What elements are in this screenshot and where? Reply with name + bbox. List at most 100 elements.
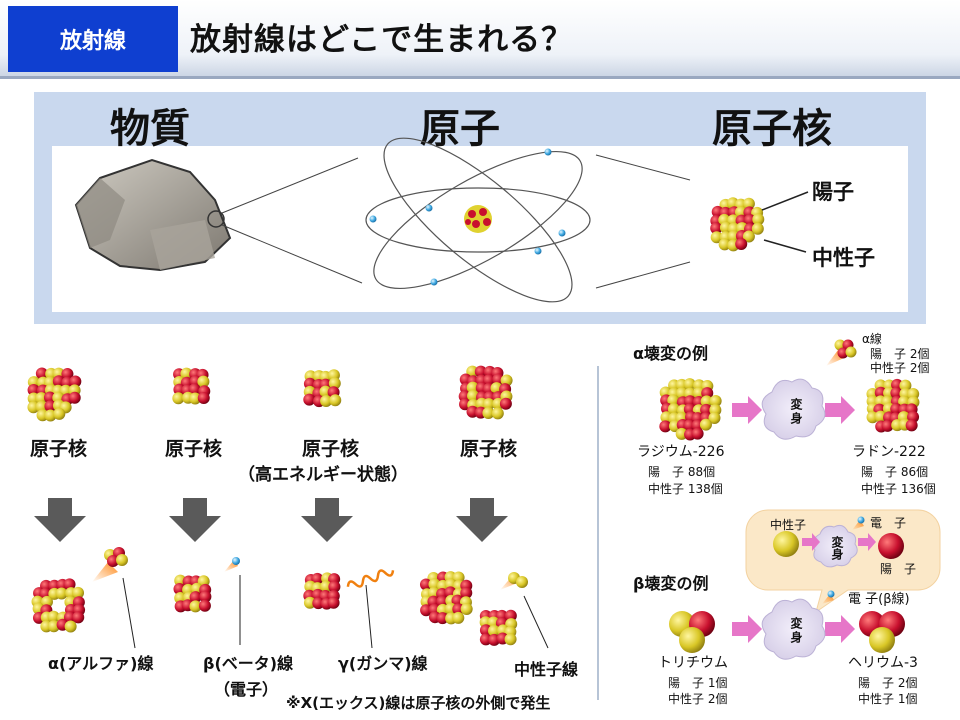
beta-electron [224, 557, 240, 572]
nucleon [198, 599, 211, 612]
nucleon [452, 571, 465, 584]
alpha-particle [92, 547, 128, 582]
nucleon [683, 419, 696, 432]
alpha-decay-title: α壊変の例 [633, 344, 708, 363]
nucleus-neutron-before [458, 365, 513, 420]
nucleon [35, 367, 48, 380]
bubble-arrow-right [858, 533, 876, 551]
nucleon [751, 222, 764, 235]
nucleon [482, 407, 495, 420]
nucleon [47, 610, 60, 623]
nucleon [327, 596, 340, 609]
proton-pointer [761, 191, 809, 211]
gamma-ray-label: γ(ガンマ)線 [338, 654, 428, 673]
nucleon [708, 411, 721, 424]
electron-beta-label: 電 子(β線) [848, 592, 910, 607]
nucleus-illustration [710, 197, 765, 252]
bubble-proton-label: 陽 子 [880, 562, 917, 576]
nucleon [752, 213, 765, 226]
nucleus-neutron-after-large [419, 571, 473, 625]
nucleon [881, 419, 894, 432]
bubble-proton [878, 533, 904, 559]
excited-state-label: （高エネルギー状態） [238, 465, 408, 485]
proton-label: 陽子 [812, 180, 854, 204]
down-arrows [34, 498, 508, 542]
bubble-electron-label: 電 子 [870, 516, 907, 530]
gamma-wave [346, 569, 395, 588]
tritium-label: トリチウム [658, 655, 728, 671]
page-title: 放射線はどこで生まれる？ [190, 22, 574, 58]
bubble-transform-cloud [811, 524, 858, 568]
nucleus-label-3: 原子核 [302, 438, 360, 460]
radium-protons: 陽 子 88個 [648, 465, 716, 479]
footnote: ※X(エックス)線は原子核の外側で発生 [286, 694, 551, 712]
nucleon [709, 394, 722, 407]
neutron-label: 中性子 [812, 246, 875, 270]
helium-protons: 陽 子 2個 [858, 676, 918, 690]
nucleon [491, 407, 504, 420]
radon-neutrons: 中性子 136個 [861, 482, 936, 496]
nucleon [172, 392, 185, 405]
nucleon [700, 395, 713, 408]
nucleon [692, 387, 705, 400]
beta-electron-label: （電子） [214, 680, 279, 699]
nucleus-label-1: 原子核 [30, 438, 88, 460]
nucleon [180, 367, 193, 380]
nucleon [742, 197, 755, 210]
nucleus-label-4: 原子核 [460, 438, 518, 460]
nucleon [710, 222, 723, 235]
nucleon [419, 578, 432, 591]
nucleon [199, 590, 212, 603]
nucleon [735, 237, 748, 250]
bubble-arrow-left [802, 533, 820, 551]
alpha-ray-neutrons: 中性子 2個 [870, 361, 930, 375]
nucleon [328, 377, 341, 390]
helium-electron [822, 590, 835, 604]
transform-label-beta: 変身 [789, 617, 803, 645]
nucleon [504, 633, 517, 646]
zoom-line-bottom [221, 224, 363, 284]
nucleus-alpha-after [31, 578, 86, 633]
nucleon [189, 600, 202, 613]
gamma-pointer [365, 584, 373, 649]
radium-label: ラジウム-226 [637, 444, 725, 460]
nucleon [452, 611, 465, 624]
alpha-ray-protons: 陽 子 2個 [870, 347, 930, 361]
bubble-neutron [773, 531, 799, 557]
nucleus-heading: 原子核 [712, 106, 832, 152]
alpha-ray-mini-label: α線 [862, 332, 882, 346]
nucleon [188, 383, 201, 396]
nucleus-gamma-after [303, 572, 341, 610]
tritium-nucleus [669, 611, 715, 653]
nucleus-neutron-after-small [479, 609, 518, 646]
nucleon [460, 602, 473, 615]
helium-neutrons: 中性子 1個 [858, 692, 918, 706]
nucleon [311, 572, 324, 585]
bubble-transform-label: 変身 [830, 536, 844, 560]
nucleus-beta-before [172, 367, 211, 405]
nucleon [44, 400, 57, 413]
nucleon [452, 603, 465, 616]
atom-illustration [365, 137, 591, 303]
nucleon [72, 611, 85, 624]
nucleon [72, 586, 85, 599]
nucleon [27, 383, 40, 396]
bubble-neutron-label: 中性子 [770, 518, 807, 532]
header-divider [0, 76, 960, 79]
nucleon [667, 403, 680, 416]
nucleon [460, 586, 473, 599]
alpha-ray-particle [826, 339, 857, 366]
nucleon [329, 394, 342, 407]
nucleon [436, 612, 449, 625]
transform-cloud-alpha [761, 378, 826, 440]
radon-label: ラドン-222 [852, 444, 926, 460]
electron-dots [369, 148, 566, 286]
tritium-neutrons: 中性子 2個 [668, 692, 728, 706]
neutron-pointer [763, 239, 807, 253]
nucleon [710, 231, 723, 244]
radium-neutrons: 中性子 138個 [648, 482, 723, 496]
helium-label: ヘリウム-3 [848, 655, 918, 671]
helium-nucleus [859, 611, 905, 653]
nucleon [467, 389, 480, 402]
rock-illustration [74, 158, 232, 272]
